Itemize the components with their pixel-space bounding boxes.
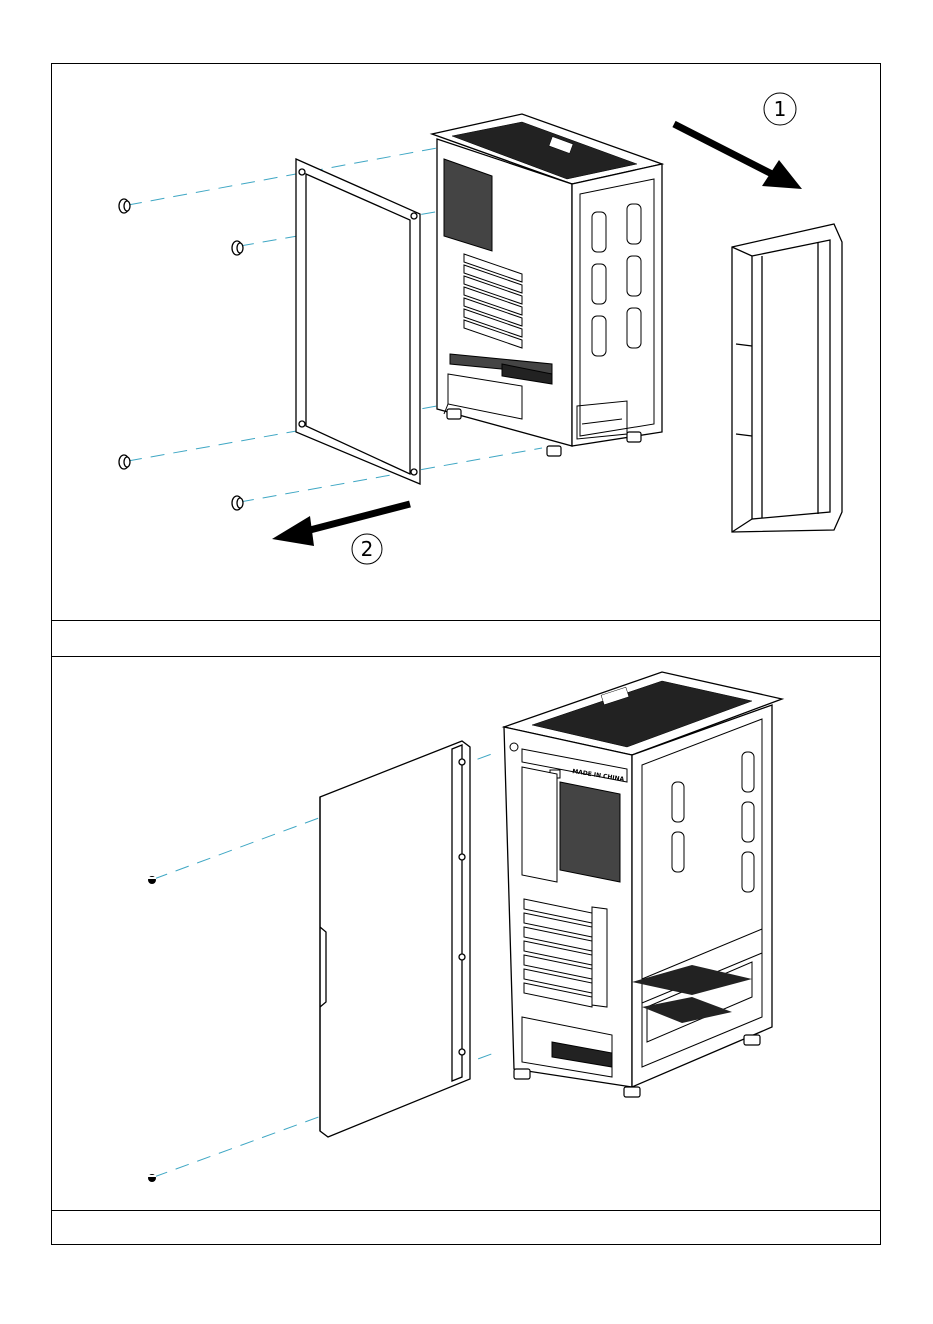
screw-group (148, 876, 156, 1182)
step-marker-2: 2 (352, 534, 382, 564)
arrow-icon-step-1 (674, 124, 802, 189)
thumb-screw-icon (232, 241, 243, 255)
manual-frame: 1 2 (51, 63, 881, 1245)
figure-2-panel: MADE IN CHINA (52, 657, 880, 1211)
step-marker-1: 1 (764, 93, 796, 125)
thumb-screw-group (119, 199, 243, 510)
figure-2-caption-bar (52, 1211, 880, 1245)
steel-side-panel (320, 741, 470, 1137)
screw-icon (148, 876, 156, 884)
expansion-slot-covers (524, 899, 592, 1007)
step-1-label: 1 (774, 97, 787, 121)
thumb-screw-icon (232, 496, 243, 510)
figure-1-illustration: 1 2 (52, 64, 882, 621)
figure-1-panel: 1 2 (52, 64, 880, 621)
screw-icon (148, 1174, 156, 1182)
arrow-icon-step-2 (272, 504, 410, 546)
thumb-screw-icon (119, 199, 130, 213)
figure-2-illustration: MADE IN CHINA (52, 657, 882, 1211)
step-2-label: 2 (361, 537, 374, 561)
glass-side-panel (296, 159, 420, 484)
thumb-screw-icon (119, 455, 130, 469)
figure-1-caption-bar (52, 621, 880, 657)
front-panel (732, 224, 842, 532)
